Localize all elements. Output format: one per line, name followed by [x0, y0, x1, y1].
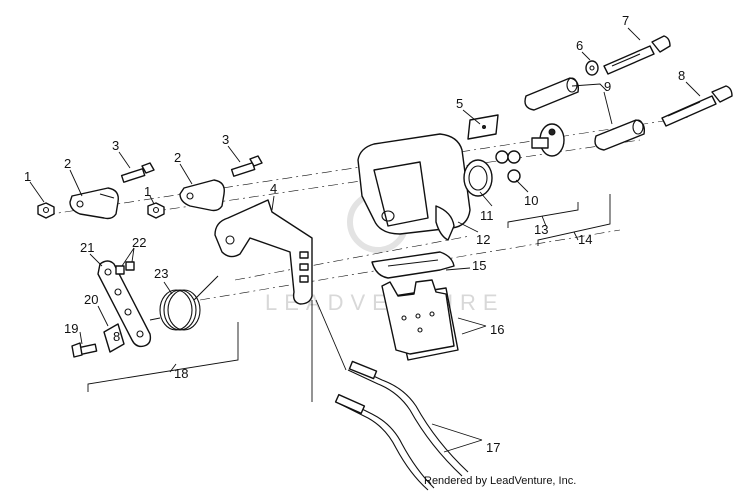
bolt-part-right [661, 85, 733, 127]
callout-23: 23 [154, 266, 168, 281]
clevis-part-left [69, 187, 119, 220]
actuator-part [531, 123, 565, 157]
callout-19: 19 [64, 321, 78, 336]
callout-17: 17 [486, 440, 500, 455]
nut-part-middle [147, 202, 165, 219]
callout-5: 5 [456, 96, 463, 111]
pin-parts [115, 261, 135, 275]
torsion-spring-part [149, 275, 219, 331]
callout-15: 15 [472, 258, 486, 273]
cable-parts [311, 299, 469, 491]
callout-13: 13 [534, 222, 548, 237]
rendered-by-credit: Rendered by LeadVenture, Inc. [424, 475, 577, 487]
callout-8-lower: 8 [113, 329, 120, 344]
lever-plate-part [97, 260, 152, 348]
small-bracket-part [103, 323, 125, 353]
callout-21: 21 [80, 240, 94, 255]
bolt-part-middle [230, 155, 263, 177]
callout-3-left: 3 [112, 138, 119, 153]
callout-7: 7 [622, 13, 629, 28]
callout-14: 14 [578, 232, 592, 247]
nut-part-left [37, 202, 55, 219]
bracket-part [214, 199, 313, 305]
callout-8-right: 8 [678, 68, 685, 83]
callout-2-left: 2 [64, 156, 71, 171]
bolt-part-upper-right [603, 35, 671, 75]
clevis-part-middle [179, 179, 225, 212]
bolt-part-lower-left [71, 342, 98, 358]
washer-part [585, 60, 599, 76]
piston-part [463, 159, 493, 197]
callout-11: 11 [480, 208, 494, 223]
callout-16: 16 [490, 322, 504, 337]
callout-20: 20 [84, 292, 98, 307]
sleeve-part-lower [594, 119, 646, 151]
ball-parts [495, 150, 521, 183]
group-brackets [87, 194, 611, 392]
callout-22: 22 [132, 235, 146, 250]
callout-4: 4 [270, 181, 277, 196]
callout-12: 12 [476, 232, 490, 247]
callout-10: 10 [524, 193, 538, 208]
callout-6: 6 [576, 38, 583, 53]
shim-part [467, 114, 499, 140]
caliper-body-part [357, 133, 471, 241]
callout-18: 18 [174, 366, 188, 381]
callout-1-middle: 1 [144, 184, 151, 199]
callout-9: 9 [604, 79, 611, 94]
callout-labels: 1 2 3 2 3 1 4 5 6 7 8 9 10 11 12 13 14 1… [24, 13, 685, 455]
leader-lines [29, 27, 701, 453]
bolt-part-left [120, 162, 155, 183]
sleeve-part-upper [524, 77, 580, 111]
brake-pad-part-front [381, 279, 455, 355]
callout-2-middle: 2 [174, 150, 181, 165]
callout-3-middle: 3 [222, 132, 229, 147]
spring-clip-part [371, 251, 455, 279]
callout-1-left: 1 [24, 169, 31, 184]
